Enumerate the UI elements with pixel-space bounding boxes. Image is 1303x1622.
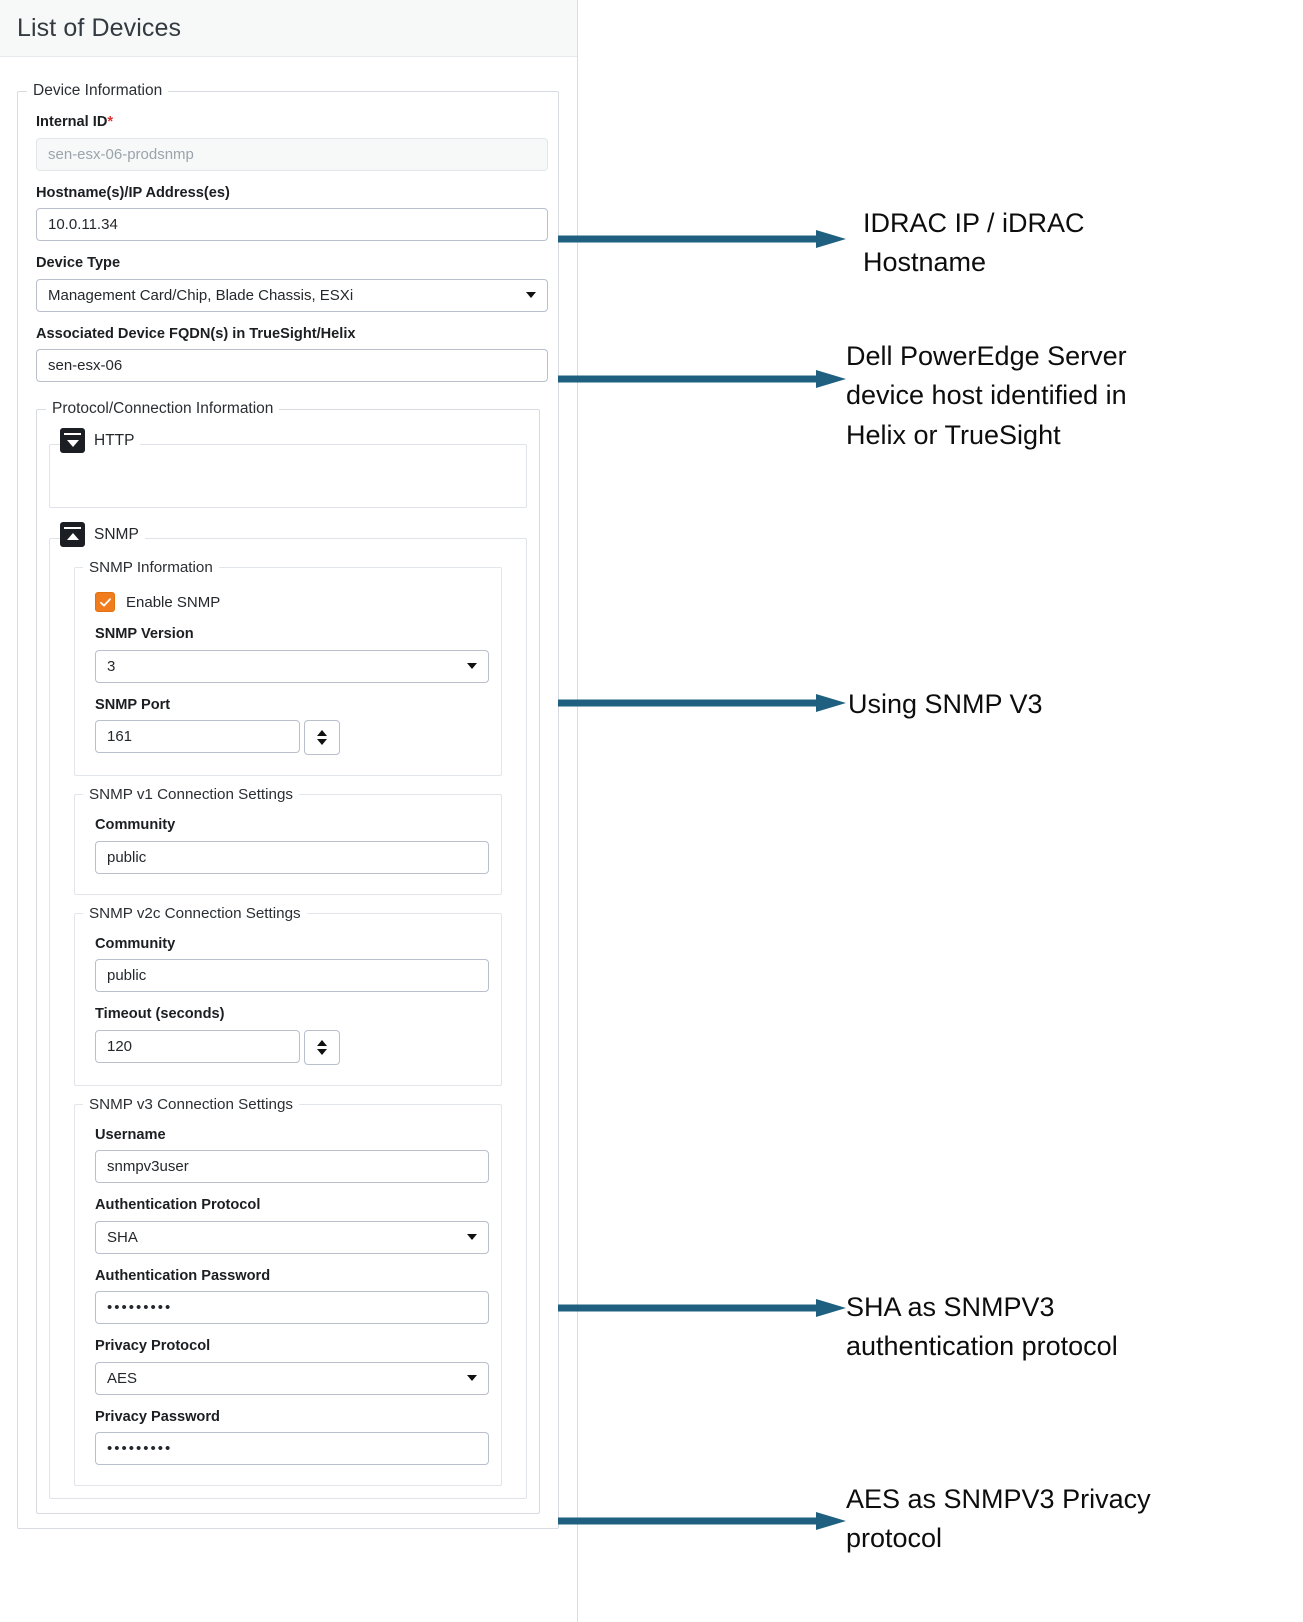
- snmp-v3-auth-password-field: Authentication Password •••••••••: [87, 1267, 489, 1324]
- snmp-section-body: SNMP Information Enable SNMP SNMP Vers: [50, 539, 526, 1486]
- snmp-v3-privacy-protocol-field: Privacy Protocol AES: [87, 1338, 489, 1395]
- hostname-ip-field: Hostname(s)/IP Address(es) 10.0.11.34: [28, 184, 548, 241]
- snmp-port-field: SNMP Port 161: [87, 696, 489, 755]
- annotation-text-3: Using SNMP V3: [848, 689, 1043, 719]
- snmp-v3-legend: SNMP v3 Connection Settings: [89, 1095, 294, 1113]
- device-type-label: Device Type: [36, 255, 121, 271]
- snmp-v2c-legend: SNMP v2c Connection Settings: [89, 904, 301, 922]
- chevron-down-icon: [467, 663, 477, 669]
- snmp-section: SNMP SNMP Information Enable: [49, 522, 527, 1499]
- page-header: List of Devices: [0, 0, 577, 57]
- snmp-v3-privacy-password-field: Privacy Password •••••••••: [87, 1408, 489, 1465]
- chevron-down-icon: [467, 1234, 477, 1240]
- snmp-v2c-timeout-input[interactable]: 120: [95, 1029, 300, 1063]
- snmp-v3-username-input[interactable]: snmpv3user: [95, 1150, 489, 1183]
- snmp-section-title: SNMP: [94, 525, 139, 543]
- snmp-v1-community-input[interactable]: public: [95, 840, 489, 874]
- snmp-v3-auth-protocol-label: Authentication Protocol: [95, 1197, 261, 1213]
- snmp-v3-privacy-password-label: Privacy Password: [95, 1408, 220, 1425]
- enable-snmp-checkbox[interactable]: [95, 592, 115, 612]
- snmp-v3-privacy-password-input[interactable]: •••••••••: [95, 1432, 489, 1465]
- snmp-v3-auth-protocol-field: Authentication Protocol SHA: [87, 1197, 489, 1254]
- snmp-v1-community-field: Community public: [87, 817, 489, 874]
- snmp-v2c-timeout-label: Timeout (seconds): [95, 1006, 225, 1022]
- required-asterisk: *: [107, 114, 114, 130]
- snmp-port-spinner-buttons[interactable]: [304, 720, 340, 755]
- device-type-field: Device Type Management Card/Chip, Blade …: [28, 255, 548, 312]
- snmp-v3-auth-protocol-value: SHA: [107, 1228, 138, 1246]
- snmp-v3-username-label: Username: [95, 1126, 166, 1143]
- snmp-port-input[interactable]: 161: [95, 720, 300, 753]
- annotation-text-2: Dell PowerEdge Server device host identi…: [846, 341, 1127, 450]
- snmp-v1-legend: SNMP v1 Connection Settings: [89, 786, 294, 803]
- protocol-connection-legend: Protocol/Connection Information: [52, 400, 274, 417]
- chevron-down-icon[interactable]: [60, 428, 85, 453]
- snmp-port-label: SNMP Port: [95, 696, 171, 713]
- internal-id-field: Internal ID* sen-esx-06-prodsnmp: [28, 114, 548, 171]
- stepper-down-icon[interactable]: [317, 1048, 327, 1055]
- snmp-information-legend: SNMP Information: [89, 559, 213, 576]
- protocol-connection-fieldset: Protocol/Connection Information HTTP SNM…: [36, 400, 540, 1514]
- snmp-v1-community-label: Community: [95, 817, 176, 833]
- chevron-up-icon[interactable]: [60, 522, 85, 547]
- snmp-v1-fieldset: SNMP v1 Connection Settings Community pu…: [74, 786, 502, 895]
- associated-fqdn-label: Associated Device FQDN(s) in TrueSight/H…: [36, 325, 356, 342]
- snmp-v2c-community-input[interactable]: public: [95, 959, 489, 992]
- annotation-text-1: IDRAC IP / iDRAC Hostname: [863, 208, 1085, 278]
- snmp-v3-auth-password-input[interactable]: •••••••••: [95, 1291, 489, 1324]
- snmp-information-fieldset: SNMP Information Enable SNMP SNMP Vers: [74, 559, 502, 776]
- snmp-port-stepper[interactable]: 161: [95, 720, 489, 755]
- snmp-v2c-timeout-stepper[interactable]: 120: [95, 1029, 489, 1065]
- snmp-v3-privacy-protocol-label: Privacy Protocol: [95, 1338, 211, 1354]
- snmp-v3-auth-password-label: Authentication Password: [95, 1267, 271, 1284]
- snmp-v2c-community-label: Community: [95, 935, 176, 952]
- snmp-v3-username-field: Username snmpv3user: [87, 1126, 489, 1183]
- device-information-legend: Device Information: [33, 82, 163, 99]
- annotation-arrow-1: [558, 228, 848, 250]
- annotation-layer: IDRAC IP / iDRAC Hostname Dell PowerEdge…: [558, 0, 1303, 1622]
- internal-id-label: Internal ID*: [36, 114, 114, 130]
- stepper-up-icon[interactable]: [317, 730, 327, 736]
- stepper-up-icon[interactable]: [317, 1039, 327, 1046]
- annotation-text-5: AES as SNMPV3 Privacy protocol: [846, 1484, 1151, 1554]
- snmp-v2c-timeout-spinner-buttons[interactable]: [304, 1029, 340, 1065]
- snmp-v2c-timeout-field: Timeout (seconds) 120: [87, 1006, 489, 1065]
- enable-snmp-row[interactable]: Enable SNMP: [95, 592, 489, 612]
- snmp-v2c-fieldset: SNMP v2c Connection Settings Community p…: [74, 904, 502, 1086]
- internal-id-input[interactable]: sen-esx-06-prodsnmp: [36, 137, 548, 171]
- device-form-panel: List of Devices Device Information Inter…: [0, 0, 578, 1622]
- annotation-arrow-2: [558, 368, 848, 390]
- snmp-v3-auth-protocol-select[interactable]: SHA: [95, 1220, 489, 1254]
- associated-fqdn-input[interactable]: sen-esx-06: [36, 349, 548, 382]
- device-information-fieldset: Device Information Internal ID* sen-esx-…: [17, 82, 559, 1529]
- http-section-title: HTTP: [94, 431, 135, 449]
- hostname-ip-input[interactable]: 10.0.11.34: [36, 208, 548, 241]
- snmp-version-select[interactable]: 3: [95, 649, 489, 683]
- associated-fqdn-field: Associated Device FQDN(s) in TrueSight/H…: [28, 325, 548, 382]
- snmp-section-header[interactable]: SNMP: [60, 522, 145, 547]
- enable-snmp-label: Enable SNMP: [126, 593, 221, 611]
- http-section: HTTP: [49, 428, 527, 508]
- chevron-down-icon: [467, 1375, 477, 1381]
- chevron-down-icon: [526, 292, 536, 298]
- snmp-v3-fieldset: SNMP v3 Connection Settings Username snm…: [74, 1095, 502, 1486]
- snmp-version-field: SNMP Version 3: [87, 626, 489, 683]
- snmp-version-value: 3: [107, 657, 116, 675]
- annotation-arrow-5: [558, 1510, 848, 1532]
- http-section-header[interactable]: HTTP: [60, 428, 141, 453]
- device-type-select[interactable]: Management Card/Chip, Blade Chassis, ESX…: [36, 278, 548, 312]
- annotation-text-4: SHA as SNMPV3 authentication protocol: [846, 1292, 1118, 1362]
- annotation-arrow-4: [558, 1297, 848, 1319]
- snmp-v2c-community-field: Community public: [87, 935, 489, 992]
- page-title: List of Devices: [17, 13, 182, 42]
- stepper-down-icon[interactable]: [317, 739, 327, 745]
- device-type-value: Management Card/Chip, Blade Chassis, ESX…: [48, 286, 354, 304]
- snmp-version-label: SNMP Version: [95, 626, 194, 642]
- annotation-arrow-3: [558, 692, 848, 714]
- snmp-v3-privacy-protocol-value: AES: [107, 1369, 138, 1387]
- hostname-ip-label: Hostname(s)/IP Address(es): [36, 184, 230, 201]
- snmp-v3-privacy-protocol-select[interactable]: AES: [95, 1361, 489, 1395]
